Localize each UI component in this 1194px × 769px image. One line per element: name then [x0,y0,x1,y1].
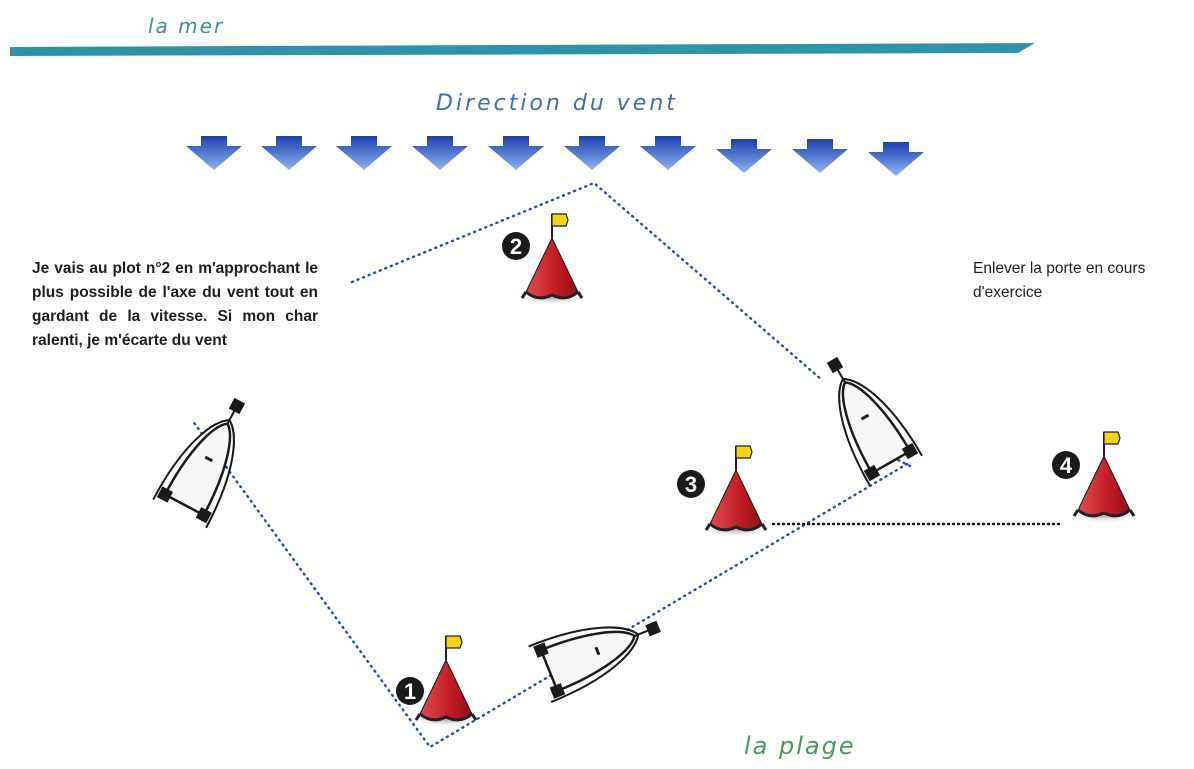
wind-arrow-icon [186,136,242,170]
land-yacht-right [806,345,922,486]
sea-band [10,43,1035,56]
wind-arrows [186,136,924,176]
route-upwind-leg [352,183,822,380]
buoy-3 [704,446,768,536]
wind-arrow-icon [868,142,924,176]
marker-4: 4 [1052,451,1080,479]
marker-2: 2 [502,232,530,260]
wind-arrow-icon [792,139,848,173]
instruction-right: Enlever la porte en cours d'exercice [973,257,1188,305]
wind-direction-label: Direction du vent [436,91,678,116]
buoy-2 [520,214,584,304]
wind-arrow-icon [564,136,620,170]
svg-text:2: 2 [510,234,522,259]
beach-label: la plage [744,732,856,760]
wind-arrow-icon [640,136,696,170]
marker-1: 1 [396,677,424,705]
wind-arrow-icon [716,139,772,173]
wind-arrow-icon [336,136,392,170]
sea-label: la mer [148,14,224,38]
instruction-left: Je vais au plot n°2 en m'approchant le p… [32,257,318,353]
land-yacht-left [153,387,266,528]
svg-text:4: 4 [1060,453,1073,478]
svg-text:1: 1 [404,679,416,704]
marker-3: 3 [677,470,705,498]
svg-text:3: 3 [685,472,697,497]
route-loop [192,420,907,747]
wind-arrow-icon [488,136,544,170]
wind-arrow-icon [412,136,468,170]
wind-arrow-icon [261,136,317,170]
buoy-4 [1072,432,1136,522]
land-yacht-bottom [529,598,670,702]
buoy-1 [414,636,478,726]
